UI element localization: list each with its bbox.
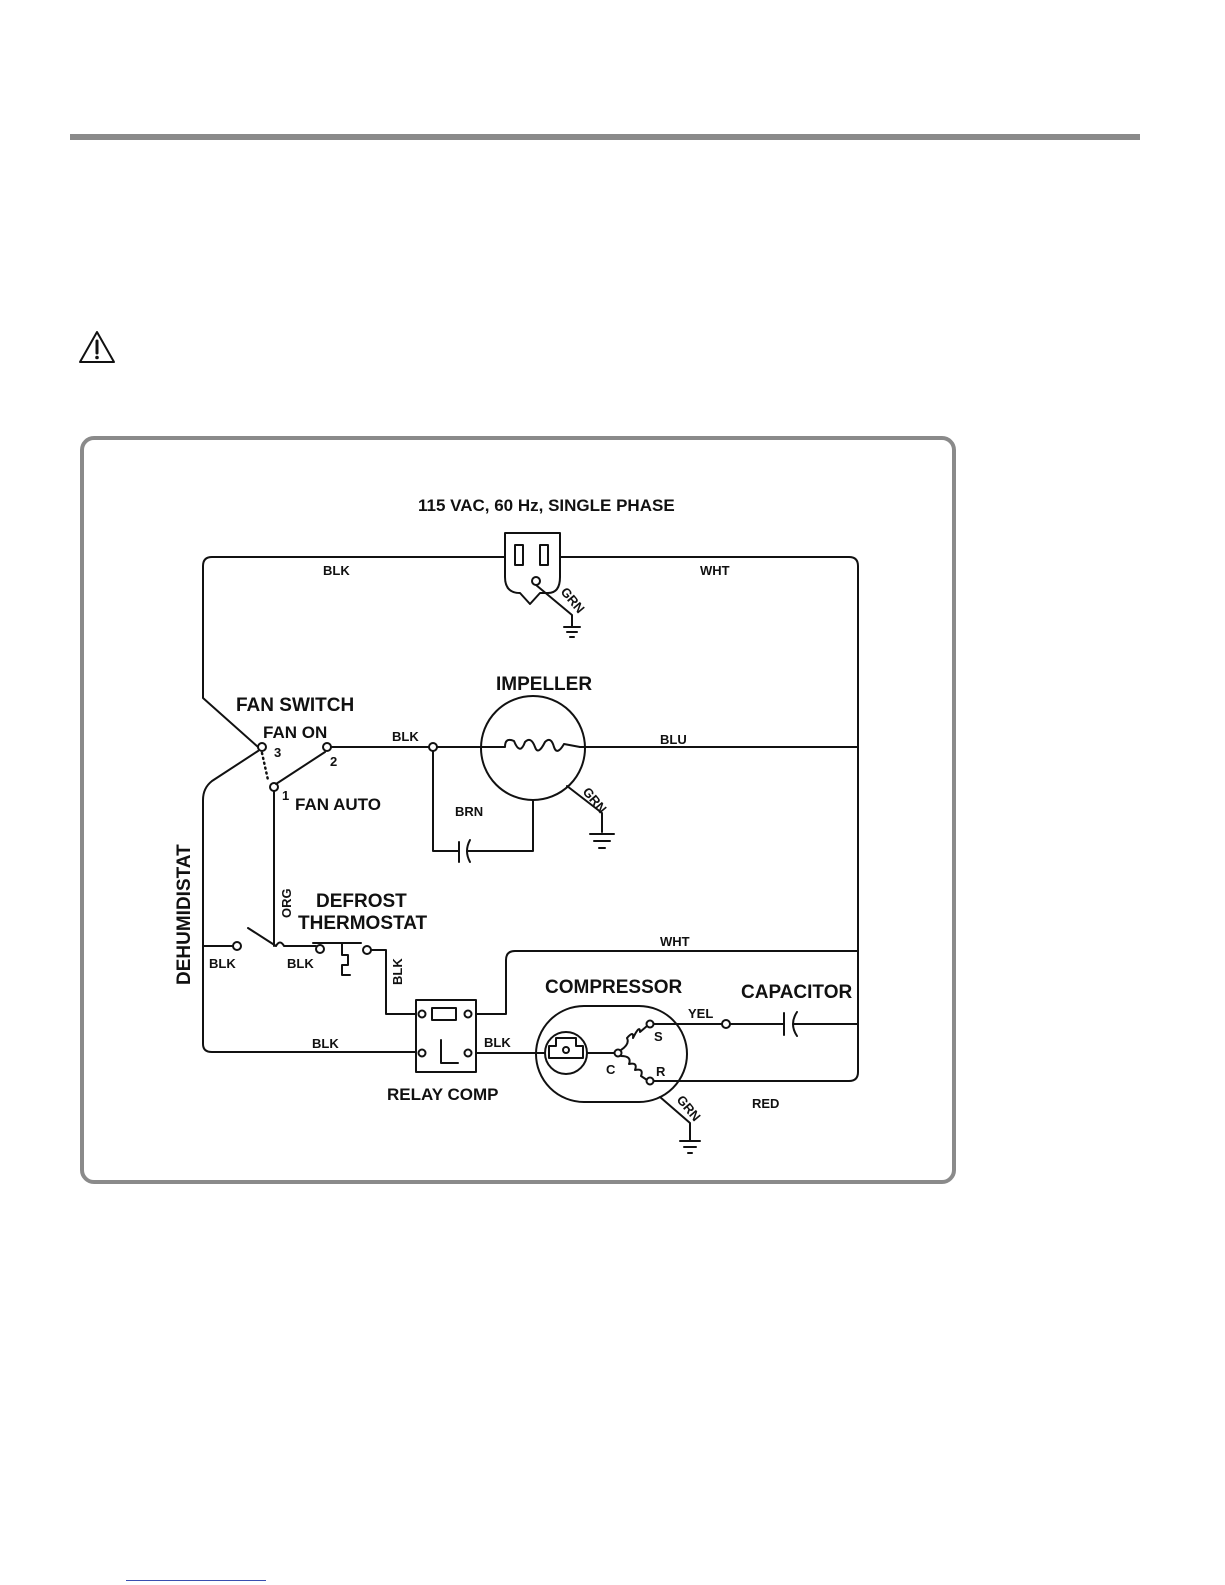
terminal-3-label: 3 — [274, 745, 281, 760]
dehumidistat-label: DEHUMIDISTAT — [174, 844, 195, 985]
wire-label-blk-relay-out: BLK — [484, 1035, 511, 1050]
fan-switch-blade — [276, 752, 325, 784]
wire-label-wht-mid: WHT — [660, 934, 690, 949]
wire-label-wht-top: WHT — [700, 563, 730, 578]
fan-switch-terminal-2 — [323, 743, 331, 751]
wire-label-org: ORG — [279, 888, 294, 918]
terminal-r-label: R — [656, 1064, 666, 1079]
terminal-2-label: 2 — [330, 754, 337, 769]
wire-label-blk-dehum: BLK — [209, 956, 236, 971]
wire-label-blu: BLU — [660, 732, 687, 747]
wire-label-blk-relay-in: BLK — [390, 958, 405, 985]
defrost-terminal-left — [316, 945, 324, 953]
terminal-1-label: 1 — [282, 788, 289, 803]
fan-switch-label: FAN SWITCH — [236, 695, 354, 716]
fan-on-label: FAN ON — [263, 723, 327, 742]
wire-label-grn-compressor: GRN — [674, 1092, 704, 1124]
fan-switch-terminal-3 — [258, 743, 266, 751]
ground-compressor-icon — [680, 1141, 700, 1153]
compressor-label: COMPRESSOR — [545, 977, 683, 998]
wire-label-blk-bottom: BLK — [312, 1036, 339, 1051]
bottom-link-underline — [126, 1580, 266, 1581]
ground-impeller-icon — [590, 834, 614, 848]
compressor-start-coil-icon — [621, 1026, 647, 1050]
wire-label-grn-plug: GRN — [558, 584, 588, 616]
defrost-label-line1: DEFROST — [316, 891, 407, 912]
ground-plug-icon — [564, 627, 580, 637]
dehumidistat-terminal — [233, 942, 241, 950]
wire-label-yel: YEL — [688, 1006, 713, 1021]
wire-blk-top — [203, 557, 505, 747]
power-plug-icon — [505, 533, 560, 604]
defrost-bimetal-icon — [342, 944, 350, 975]
defrost-terminal-right — [363, 946, 371, 954]
capacitor-terminal — [722, 1020, 730, 1028]
wire-label-blk-fan: BLK — [392, 729, 419, 744]
compressor-terminal-r — [647, 1078, 654, 1085]
dehumidistat-blade — [248, 928, 276, 946]
wire-label-brn: BRN — [455, 804, 483, 819]
terminal-c-label: C — [606, 1062, 616, 1077]
relay-contact-icon — [441, 1040, 458, 1063]
wire-brn — [433, 751, 459, 851]
wire-blk-defrost — [276, 943, 316, 947]
wire-label-red: RED — [752, 1096, 779, 1111]
terminal-s-label: S — [654, 1029, 663, 1044]
capacitor-label: CAPACITOR — [741, 982, 852, 1003]
defrost-label-line2: THERMOSTAT — [298, 913, 428, 934]
wire-label-blk-top: BLK — [323, 563, 350, 578]
supply-label: 115 VAC, 60 Hz, SINGLE PHASE — [418, 496, 675, 515]
compressor-terminal-s — [647, 1021, 654, 1028]
relay-heater-icon — [432, 1008, 456, 1020]
fan-auto-label: FAN AUTO — [295, 795, 381, 814]
relay-comp-label: RELAY COMP — [387, 1085, 498, 1104]
wire-label-blk-defrost: BLK — [287, 956, 314, 971]
impeller-coil-icon — [486, 740, 580, 751]
junction-impeller — [429, 743, 437, 751]
impeller-label: IMPELLER — [496, 674, 592, 695]
compressor-run-coil-icon — [621, 1056, 647, 1080]
